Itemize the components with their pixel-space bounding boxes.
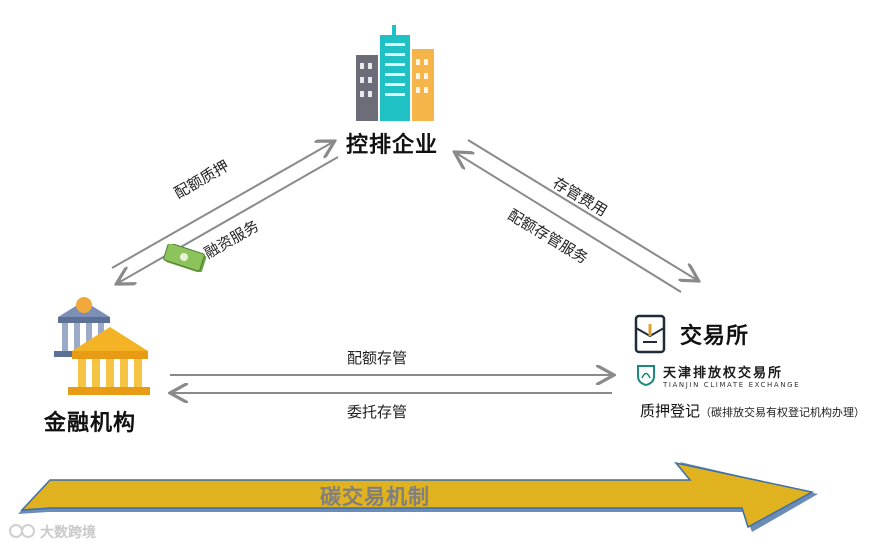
exchange-note-sub: （碳排放交易有权登记机构办理） [700, 406, 866, 419]
watermark-text: 大数跨境 [40, 525, 96, 541]
arrow-custody-service [456, 153, 682, 293]
watermark-logo-icon [9, 524, 35, 538]
flow-label-entrust-custody: 委托存管 [347, 403, 408, 421]
arrow-pledge [111, 142, 333, 269]
bank-icon [54, 297, 150, 395]
building-icon [356, 25, 434, 121]
tce-logo-cn: 天津排放权交易所 [663, 366, 784, 381]
banner-label: 碳交易机制 [320, 485, 430, 509]
arrow-financing [118, 156, 339, 283]
flow-label-quota-custody: 配额存管 [347, 349, 408, 367]
node-title-finance: 金融机构 [44, 411, 137, 436]
exchange-note-main: 质押登记 [640, 402, 701, 420]
arrow-custody-fee [467, 139, 697, 280]
tce-logo-icon [637, 365, 655, 387]
document-icon [634, 314, 666, 354]
exchange-note: 质押登记（碳排放交易有权登记机构办理） [640, 400, 865, 421]
node-title-enterprise: 控排企业 [346, 133, 439, 158]
money-icon [163, 244, 207, 272]
tce-logo-en: TIANJIN CLIMATE EXCHANGE [663, 381, 801, 389]
node-title-exchange: 交易所 [680, 324, 750, 349]
